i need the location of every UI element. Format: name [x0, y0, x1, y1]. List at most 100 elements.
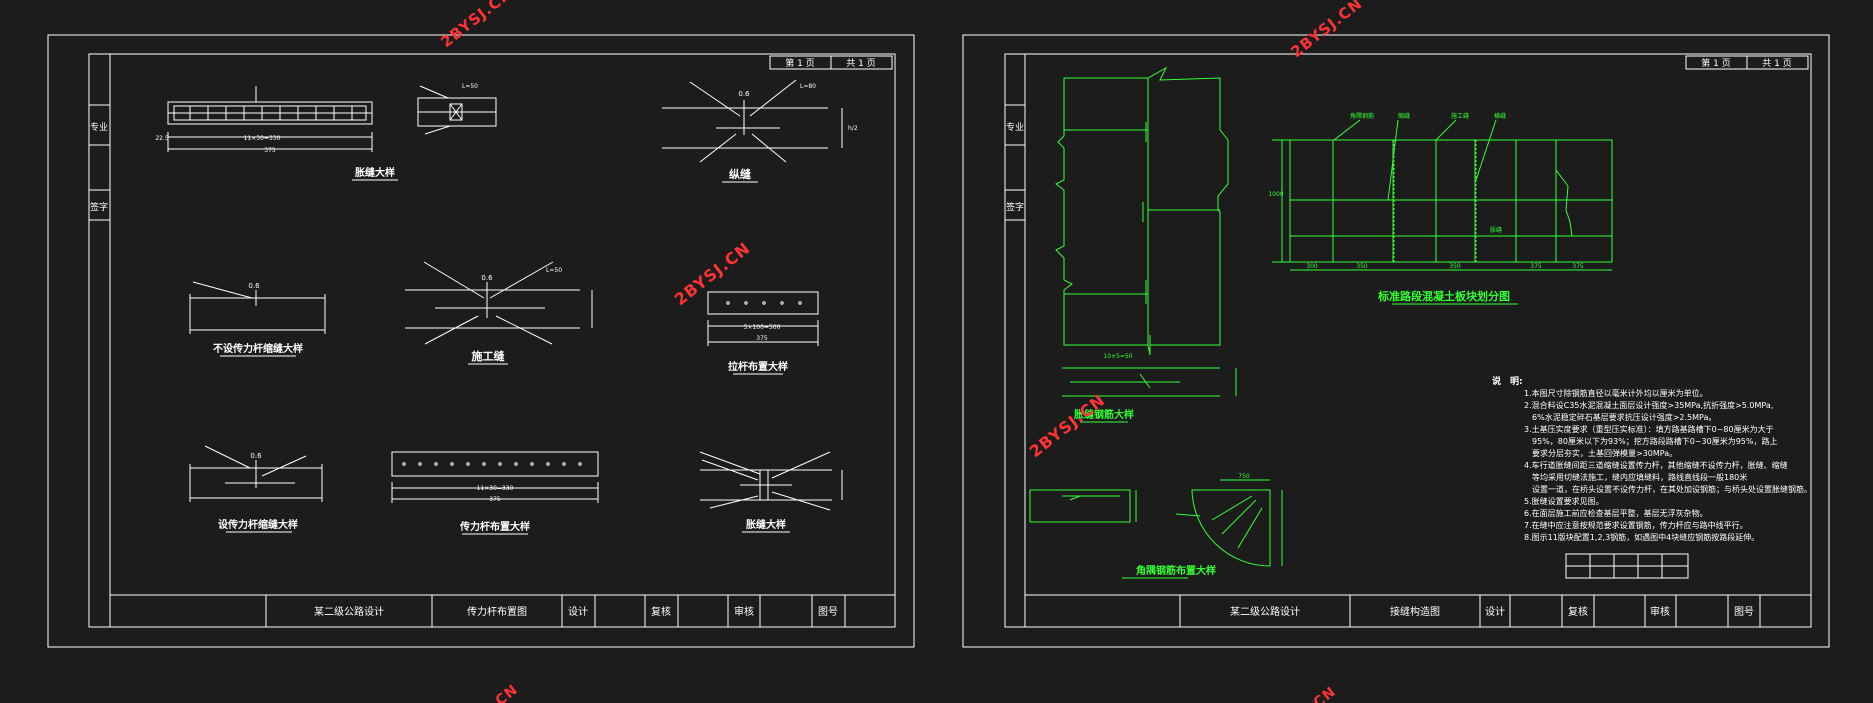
note-line: 1.本图尺寸除钢筋直径以毫米计外均以厘米为单位。 — [1524, 388, 1708, 398]
right-side-label-1: 专业 — [1006, 121, 1024, 133]
note-line: 4.车行道胀缝间距三道缩缝设置传力杆，其他缩缝不设传力杆，胀缝、缩缝 — [1524, 460, 1788, 470]
left-inner-frame — [88, 53, 896, 628]
left-tb-design: 设计 — [568, 605, 588, 618]
left-tb-drawing-no: 图号 — [818, 606, 838, 618]
svg-text:375: 375 — [756, 335, 768, 342]
label-expansion-rebar: 胀缝钢筋大样 — [1074, 408, 1134, 421]
svg-text:350: 350 — [1449, 263, 1461, 270]
watermark-text: 2BYSJ.CN — [1287, 0, 1366, 61]
svg-text:h/2: h/2 — [848, 125, 858, 132]
note-line: 6.在面层施工前应检查基层平整，基层无浮灰杂物。 — [1524, 508, 1708, 518]
detail-contraction-joint-dowel: 0.6 设传力杆缩缝大样 — [189, 445, 323, 533]
watermark-text: 2BYSJ.CN — [1026, 390, 1109, 461]
note-line: 7.在缝中应注意按规范要求设置钢筋，传力杆应与路中线平行。 — [1524, 520, 1748, 530]
watermark-text-partial: CN — [493, 682, 522, 703]
left-page-number: 第 1 页 — [785, 57, 814, 69]
right-side-label-2: 签字 — [1006, 201, 1024, 213]
svg-text:300: 300 — [1306, 263, 1318, 270]
left-tb-review: 复核 — [651, 605, 671, 618]
detail-expansion-joint-2: 胀缝大样 — [699, 451, 843, 533]
right-side-box-2 — [1004, 189, 1026, 221]
right-page-number: 第 1 页 — [1701, 57, 1730, 69]
left-tb-project: 某二级公路设计 — [314, 605, 384, 618]
svg-text:5×100=500: 5×100=500 — [744, 324, 781, 331]
slab-plan-outline — [1055, 66, 1229, 356]
svg-text:L=80: L=80 — [800, 83, 816, 90]
svg-text:750: 750 — [1238, 473, 1250, 480]
svg-text:0.6: 0.6 — [248, 282, 260, 290]
left-side-box-1 — [88, 104, 111, 146]
label-detail-expansion-joint-1: 胀缝大样 — [355, 166, 395, 179]
right-tb-design: 设计 — [1485, 605, 1505, 618]
detail-construction-joint: 0.6 L=50 施工缝 — [405, 261, 593, 365]
right-tb-drawing-no: 图号 — [1734, 606, 1754, 618]
left-page-total: 共 1 页 — [846, 58, 875, 69]
detail-expansion-joint-1: 11×30=330 375 22.5 胀缝大样 — [155, 86, 398, 181]
detail-rebar-section: L=50 — [417, 83, 497, 135]
left-tb-audit: 审核 — [734, 605, 754, 618]
watermarks: 2BYSJ.CN 2BYSJ.CN 2BYSJ.CN 2BYSJ.CN CN C… — [437, 0, 1366, 703]
svg-text:350: 350 — [1356, 263, 1368, 270]
svg-text:缩缝: 缩缝 — [1398, 112, 1410, 120]
svg-text:375: 375 — [1530, 263, 1542, 270]
right-page-total: 共 1 页 — [1762, 58, 1791, 69]
svg-text:0.6: 0.6 — [738, 90, 750, 98]
svg-text:375: 375 — [264, 147, 276, 154]
watermark-text: 2BYSJ.CN — [437, 0, 516, 51]
label-detail-contraction-joint-dowel: 设传力杆缩缝大样 — [218, 518, 298, 531]
watermark-text-partial: CN — [1311, 684, 1340, 703]
left-side-label-1: 专业 — [90, 121, 108, 133]
right-tb-project: 某二级公路设计 — [1230, 605, 1300, 618]
label-detail-construction-joint: 施工缝 — [472, 349, 505, 363]
svg-text:11×30=330: 11×30=330 — [477, 485, 514, 492]
detail-side-rebar — [1029, 489, 1137, 523]
left-side-box-2 — [88, 189, 111, 221]
left-tb-drawing: 传力杆布置图 — [467, 605, 527, 618]
watermark-text: 2BYSJ.CN — [671, 238, 754, 309]
note-line: 要求分层夯实，土基回弹模量>30MPa。 — [1524, 448, 1677, 458]
svg-text:角隅钢筋: 角隅钢筋 — [1350, 112, 1374, 120]
detail-contraction-joint-no-dowel: 0.6 不设传力杆缩缝大样 — [189, 281, 326, 357]
svg-text:L=50: L=50 — [546, 267, 562, 274]
svg-text:施工缝: 施工缝 — [1451, 112, 1469, 120]
detail-expansion-rebar: 10×5=50 胀缝钢筋大样 — [1062, 353, 1237, 423]
svg-text:10×5=50: 10×5=50 — [1103, 353, 1132, 360]
note-line: 2.混合料设C35水泥混凝土面层设计强度>35MPa,抗折强度>5.0MPa, — [1524, 400, 1773, 410]
note-line: 等均采用切缝法施工，缝内应填缝料，路线直线段一般180米 — [1524, 472, 1747, 482]
right-inner-frame — [1004, 53, 1812, 628]
svg-text:11×30=330: 11×30=330 — [244, 135, 281, 142]
right-tb-drawing: 接缝构造图 — [1390, 605, 1440, 618]
label-detail-longitudinal-joint: 纵缝 — [729, 167, 751, 181]
right-tb-review: 复核 — [1568, 605, 1588, 618]
right-tb-audit: 审核 — [1650, 605, 1670, 618]
svg-text:22.5: 22.5 — [155, 135, 169, 142]
svg-text:1000: 1000 — [1268, 191, 1283, 198]
left-outer-border — [47, 34, 915, 648]
note-line: 6%水泥稳定碎石基层要求抗压设计强度>2.5MPa。 — [1524, 412, 1716, 422]
label-detail-tie-bar-layout: 拉杆布置大样 — [728, 360, 788, 373]
svg-text:375: 375 — [1572, 263, 1584, 270]
notes-title: 说 明: — [1492, 375, 1523, 387]
svg-text:胀缝: 胀缝 — [1490, 226, 1502, 234]
detail-longitudinal-joint: 0.6 L=80 h/2 纵缝 — [662, 79, 858, 183]
svg-text:375: 375 — [489, 496, 501, 503]
svg-text:0.6: 0.6 — [250, 452, 262, 460]
note-line: 95%，80厘米以下为93%；挖方路段路槽下0~30厘米为95%，路上 — [1524, 436, 1778, 446]
note-line: 8.图示11版块配置1,2,3钢筋，如遇图中4块缝应钢筋按路段延伸。 — [1524, 532, 1759, 542]
left-sheet: 专业 签字 第 1 页 共 1 页 某二级公路设计 传力杆布置图 设计 复核 审… — [47, 34, 915, 648]
right-sheet: 专业 签字 第 1 页 共 1 页 某二级公路设计 接缝构造图 设计 复核 审核… — [962, 34, 1830, 648]
label-slab-division: 标准路段混凝土板块划分图 — [1377, 289, 1510, 303]
label-detail-expansion-joint-2: 胀缝大样 — [746, 518, 786, 531]
label-detail-dowel-bar-layout: 传力杆布置大样 — [459, 520, 530, 533]
detail-dowel-bar-layout: 11×30=330 375 传力杆布置大样 — [391, 451, 599, 535]
design-notes: 说 明: 1.本图尺寸除钢筋直径以毫米计外均以厘米为单位。 2.混合料设C35水… — [1492, 375, 1812, 579]
right-outer-border — [962, 34, 1830, 648]
right-side-box-1 — [1004, 104, 1026, 146]
note-line: 3.土基压实度要求（重型压实标准）：填方路基路槽下0~80厘米为大于 — [1524, 424, 1774, 434]
note-line: 5.胀缝设置要求见图。 — [1524, 496, 1604, 506]
label-corner-rebar: 角隅钢筋布置大样 — [1136, 564, 1216, 577]
svg-text:0.6: 0.6 — [481, 274, 493, 282]
left-side-label-2: 签字 — [90, 201, 108, 213]
label-detail-contraction-joint-no-dowel: 不设传力杆缩缝大样 — [213, 342, 303, 355]
